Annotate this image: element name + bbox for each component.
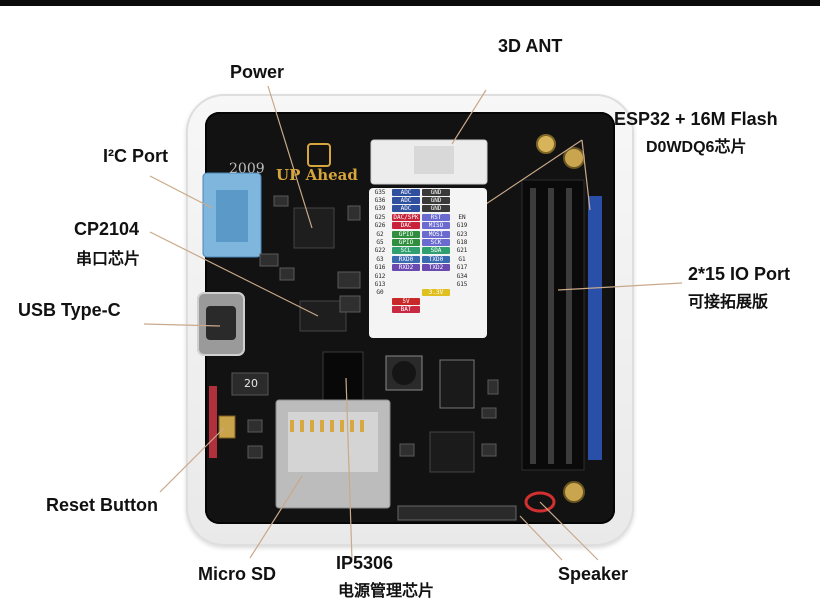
label-power: Power — [230, 62, 285, 82]
pin-cell: G16 — [374, 264, 386, 272]
pin-cell: G18 — [456, 239, 468, 247]
pin-row: BAT — [369, 305, 487, 314]
pin-cell: ADC — [392, 188, 420, 196]
power-chip — [293, 207, 335, 249]
pin-cell: G3 — [376, 255, 384, 263]
pin-cell: SDA — [422, 247, 450, 255]
reset-button-part — [218, 415, 236, 439]
pin-cell: RST — [422, 213, 450, 221]
pin-cell: RXD2 — [392, 264, 420, 272]
pin-cell: RXD0 — [392, 255, 420, 263]
label-usb-type-c: USB Type-C — [18, 300, 121, 320]
pin-cell: G26 — [374, 222, 386, 230]
pin-cell: DAC — [392, 222, 420, 230]
pin-cell: GND — [422, 197, 450, 205]
board-year: 2009 — [229, 161, 265, 177]
pin-cell: GND — [422, 188, 450, 196]
pin-cell: G17 — [456, 264, 468, 272]
pin-cell: G0 — [376, 289, 384, 297]
brand-logo-icon — [307, 143, 331, 167]
pin-cell: 3.3V — [422, 289, 450, 297]
label-ip5306-sub: 电源管理芯片 — [338, 583, 435, 600]
pin-row: 5V — [369, 297, 487, 305]
pin-cell: MOSI — [422, 230, 450, 238]
pin-cell: G34 — [456, 272, 468, 280]
pin-row: G13 G15 — [369, 280, 487, 288]
pin-cell: TXD0 — [422, 255, 450, 263]
pin-cell: G15 — [456, 280, 468, 288]
pin-cell: G23 — [456, 230, 468, 238]
pin-cell: G13 — [374, 280, 386, 288]
pin-cell: G1 — [458, 255, 466, 263]
pin-cell: G21 — [456, 247, 468, 255]
mosfet — [439, 359, 475, 409]
pin-row: G0 3.3V — [369, 289, 487, 297]
pin-row: G12 G34 — [369, 272, 487, 280]
pin-cell: EN — [458, 213, 466, 221]
cp2104-chip — [299, 300, 347, 332]
pin-cell: SCL — [392, 247, 420, 255]
label-micro-sd: Micro SD — [198, 564, 277, 584]
label-io-port: 2*15 IO Port — [688, 264, 791, 284]
pin-cell: ADC — [392, 197, 420, 205]
pin-cell: TXD2 — [422, 264, 450, 272]
inductor — [231, 372, 269, 396]
pin-cell: BAT — [392, 306, 420, 314]
pin-cell: G35 — [374, 188, 386, 196]
inductor-label: 20 — [244, 377, 258, 390]
label-3d-ant: 3D ANT — [498, 36, 563, 56]
pin-cell: G36 — [374, 197, 386, 205]
pin-cell: G22 — [374, 247, 386, 255]
label-ip5306: IP5306 — [336, 553, 394, 573]
label-reset-button: Reset Button — [46, 495, 158, 515]
pin-cell: SCK — [422, 239, 450, 247]
pin-cell: DAC/SPK — [392, 213, 420, 221]
ip5306-chip — [322, 351, 364, 401]
pin-cell: G19 — [456, 222, 468, 230]
label-cp2104: CP2104 — [74, 219, 140, 239]
pin-cell: G5 — [376, 239, 384, 247]
label-speaker: Speaker — [558, 564, 629, 584]
label-esp32: ESP32 + 16M Flash — [614, 109, 778, 129]
pin-cell: G2 — [376, 230, 384, 238]
pin-cell: G39 — [374, 205, 386, 213]
pin-cell: G12 — [374, 272, 386, 280]
pin-cell: ADC — [392, 205, 420, 213]
pin-cell: MISO — [422, 222, 450, 230]
pin-cell: 5V — [392, 297, 420, 305]
label-i2c-port: I²C Port — [103, 146, 168, 166]
speaker-amp-chip — [429, 431, 475, 473]
label-io-port-sub: 可接拓展版 — [688, 294, 769, 311]
pin-cell: GPIO — [392, 230, 420, 238]
board-brand: UP Ahead — [276, 166, 358, 184]
top-border — [0, 0, 820, 6]
pin-cell: GPIO — [392, 239, 420, 247]
pin-cell: GND — [422, 205, 450, 213]
pin-cell: G25 — [374, 213, 386, 221]
label-esp32-sub: D0WDQ6芯片 — [646, 139, 747, 156]
label-cp2104-sub: 串口芯片 — [76, 251, 141, 268]
